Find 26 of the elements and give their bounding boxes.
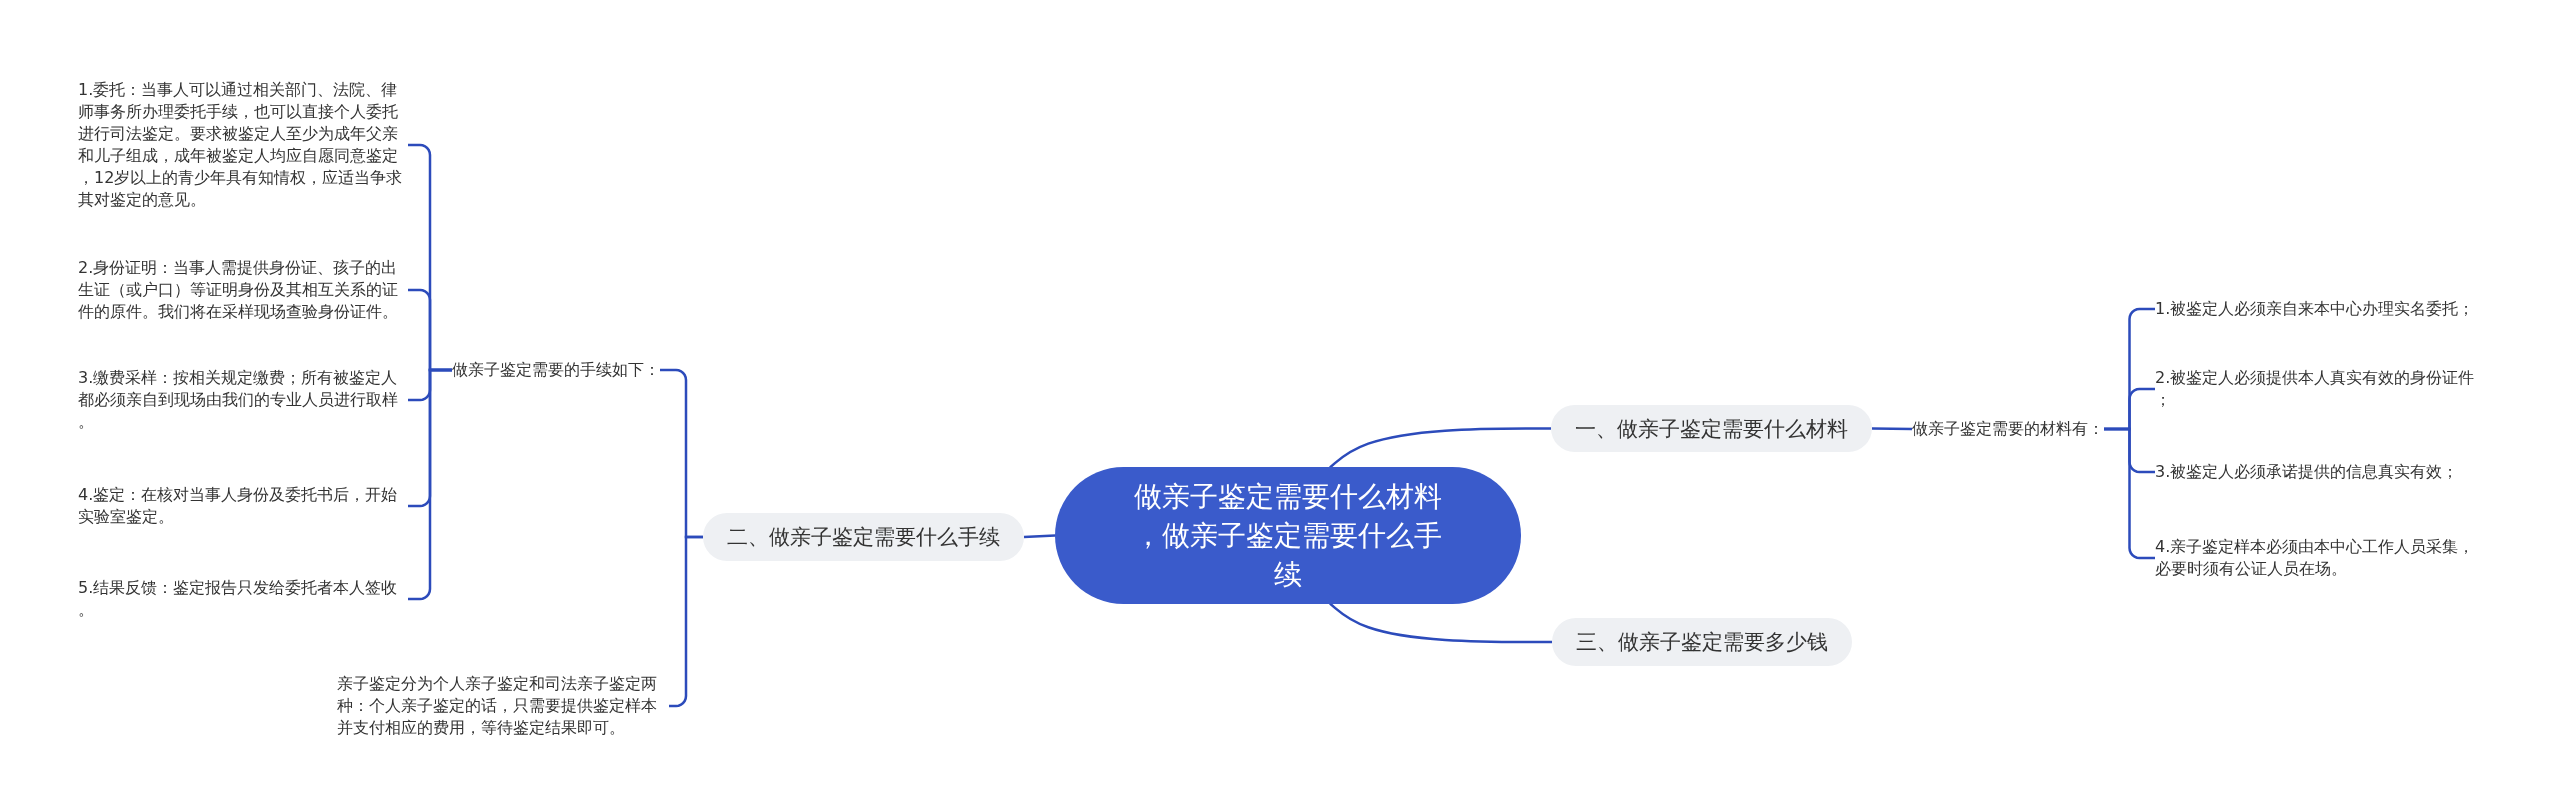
note-text: 4.鉴定：在核对当事人身份及委托书后，开始实验室鉴定。	[78, 484, 399, 528]
note-text: 5.结果反馈：鉴定报告只发给委托者本人签收。	[78, 577, 399, 621]
connector-line	[1023, 534, 1056, 539]
note-text: 3.缴费采样：按相关规定缴费；所有被鉴定人都必须亲自到现场由我们的专业人员进行取样。	[78, 367, 399, 433]
branch-topic	[703, 513, 1024, 561]
connector-line	[1329, 427, 1551, 469]
branch-topic	[1552, 618, 1852, 666]
topic-text: 做亲子鉴定需要什么材料，做亲子鉴定需要什么手续	[1133, 479, 1443, 593]
connector-line	[2104, 427, 2155, 560]
note-text: 2.身份证明：当事人需提供身份证、孩子的出生证（或户口）等证明身份及其相互关系的证件的原件。我们将在采样现场查验身份证件。	[78, 257, 399, 323]
connector-line	[408, 368, 452, 601]
note-text: 4.亲子鉴定样本必须由本中心工作人员采集，必要时须有公证人员在场。	[2155, 536, 2476, 580]
subtopic-text: 做亲子鉴定需要的手续如下：	[452, 359, 660, 381]
note-text: 1.被鉴定人必须亲自来本中心办理实名委托；	[2155, 298, 2476, 320]
note-text: 1.委托：当事人可以通过相关部门、法院、律师事务所办理委托手续，也可以直接个人委托进行司法鉴定。要求被鉴定人至少为成年父亲和儿子组成，成年被鉴定人均应自愿同意鉴定，12岁以上的青少年具有知情权，应适当争求其对鉴定的意见。	[78, 79, 404, 211]
topic-text: 三、做亲子鉴定需要多少钱	[1576, 629, 1828, 656]
subtopic-text: 做亲子鉴定需要的材料有：	[1912, 418, 2104, 440]
connector-line	[1872, 427, 1912, 431]
topic-text: 二、做亲子鉴定需要什么手续	[727, 524, 1000, 551]
topic-text: 一、做亲子鉴定需要什么材料	[1575, 415, 1848, 443]
note-text: 亲子鉴定分为个人亲子鉴定和司法亲子鉴定两种：个人亲子鉴定的话，只需要提供鉴定样本并支付相应的费用，等待鉴定结果即可。	[337, 673, 658, 739]
connector-line	[1329, 602, 1552, 644]
connector-line	[669, 535, 703, 708]
note-text: 3.被鉴定人必须承诺提供的信息真实有效；	[2155, 461, 2460, 483]
branch-topic	[1551, 405, 1872, 452]
note-text: 2.被鉴定人必须提供本人真实有效的身份证件；	[2155, 367, 2476, 411]
